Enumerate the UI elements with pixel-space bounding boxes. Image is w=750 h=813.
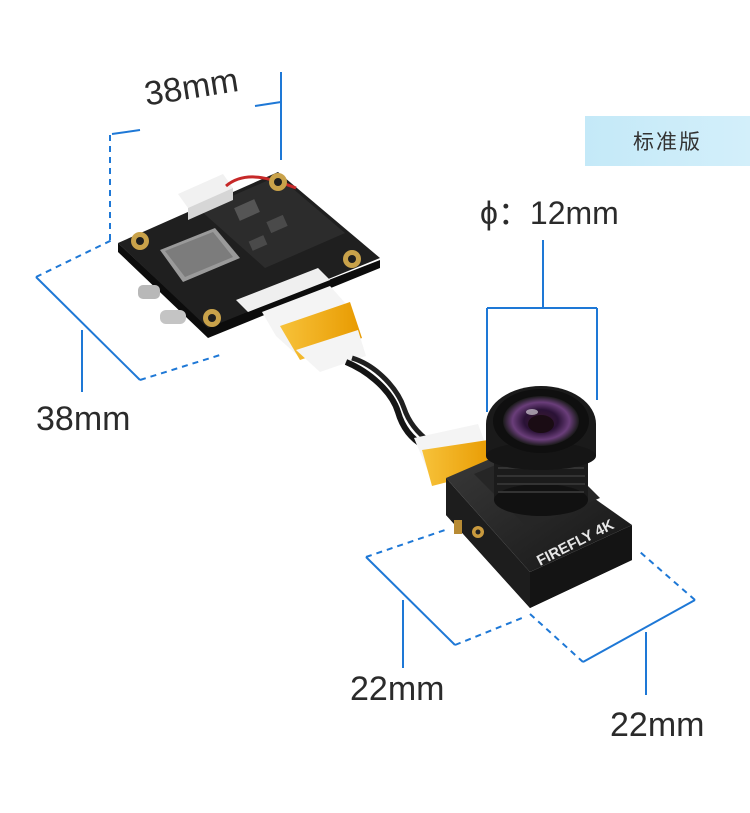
- lens-diameter-label: ϕ：12mm: [480, 195, 619, 231]
- camera-depth-label: 22mm: [610, 706, 705, 744]
- camera-width-label: 22mm: [350, 670, 445, 708]
- pcb-board: [118, 172, 380, 338]
- dimension-lines: [35, 72, 696, 695]
- badge-text: 标准版: [633, 130, 702, 154]
- ribbon-cable: [262, 286, 494, 486]
- camera-lens: [486, 386, 596, 516]
- board-depth-label: 38mm: [36, 400, 131, 438]
- standard-edition-badge: 标准版: [585, 116, 750, 166]
